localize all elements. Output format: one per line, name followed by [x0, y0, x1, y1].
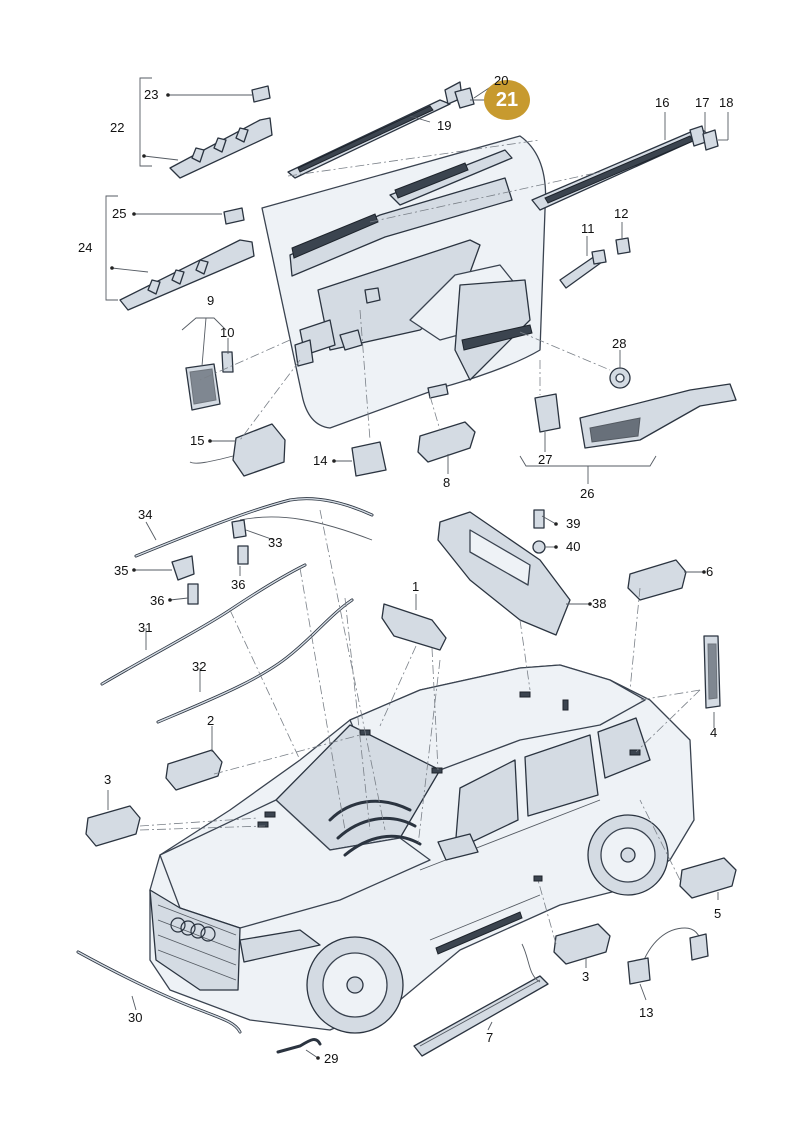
label-14[interactable]: 14 [313, 453, 328, 468]
label-11[interactable]: 11 [581, 221, 595, 236]
trim-strip-19 [287, 81, 475, 179]
label-33[interactable]: 33 [268, 535, 283, 550]
label-2[interactable]: 2 [207, 713, 215, 728]
lamp-6 [627, 559, 687, 601]
label-16[interactable]: 16 [655, 95, 670, 110]
label-27[interactable]: 27 [538, 452, 553, 467]
clip-28 [609, 367, 631, 389]
lamp-3-right [553, 923, 611, 965]
label-40[interactable]: 40 [566, 539, 581, 554]
vehicle-illustration [149, 664, 695, 1034]
lamp-1 [381, 603, 447, 651]
trim-strip-16 [531, 125, 719, 211]
label-32[interactable]: 32 [192, 659, 207, 674]
label-23[interactable]: 23 [144, 87, 159, 102]
trim-26 [534, 383, 737, 449]
lamp-9 [185, 351, 234, 411]
label-26[interactable]: 26 [580, 486, 595, 501]
label-7[interactable]: 7 [486, 1030, 494, 1045]
sensor-13 [627, 927, 709, 985]
lamp-3-left [85, 805, 141, 847]
label-30[interactable]: 30 [128, 1010, 143, 1025]
label-31[interactable]: 31 [138, 620, 153, 635]
sill-trim-7 [413, 943, 549, 1057]
lamp-4 [703, 635, 721, 709]
label-19[interactable]: 19 [437, 118, 452, 133]
bracket-38 [437, 509, 571, 636]
label-5[interactable]: 5 [714, 906, 722, 921]
strip-30 [76, 950, 242, 1034]
label-12[interactable]: 12 [614, 206, 629, 221]
label-29[interactable]: 29 [324, 1051, 339, 1066]
label-13[interactable]: 13 [639, 1005, 654, 1020]
leader-lines [105, 77, 729, 1060]
label-10[interactable]: 10 [220, 325, 235, 340]
bracket-22 [169, 85, 273, 179]
label-1[interactable]: 1 [412, 579, 420, 594]
switch-14 [351, 441, 387, 477]
label-3-left[interactable]: 3 [104, 772, 112, 787]
label-6[interactable]: 6 [706, 564, 714, 579]
label-36-upper[interactable]: 36 [231, 577, 246, 592]
label-36-lower[interactable]: 36 [150, 593, 165, 608]
label-24[interactable]: 24 [78, 240, 93, 255]
label-3-right[interactable]: 3 [582, 969, 590, 984]
label-4[interactable]: 4 [710, 725, 718, 740]
label-18[interactable]: 18 [719, 95, 734, 110]
label-22[interactable]: 22 [110, 120, 125, 135]
label-34[interactable]: 34 [138, 507, 153, 522]
label-35[interactable]: 35 [114, 563, 129, 578]
strip-29 [276, 1038, 322, 1054]
label-17[interactable]: 17 [695, 95, 710, 110]
label-15[interactable]: 15 [190, 433, 205, 448]
label-9[interactable]: 9 [207, 293, 215, 308]
label-20[interactable]: 20 [494, 73, 509, 88]
label-25[interactable]: 25 [112, 206, 127, 221]
label-8[interactable]: 8 [443, 475, 451, 490]
wiring-harnesses [100, 497, 374, 724]
lamp-8 [417, 421, 476, 463]
control-unit-15 [189, 423, 286, 477]
switch-11 [559, 237, 631, 289]
lamp-2 [165, 749, 223, 791]
bracket-24 [119, 207, 255, 311]
lamp-5 [679, 857, 737, 899]
label-38[interactable]: 38 [592, 596, 607, 611]
highlight-badge-21[interactable]: 21 [484, 80, 530, 120]
door-trim-panel [261, 135, 547, 429]
label-28[interactable]: 28 [612, 336, 627, 351]
label-39[interactable]: 39 [566, 516, 581, 531]
